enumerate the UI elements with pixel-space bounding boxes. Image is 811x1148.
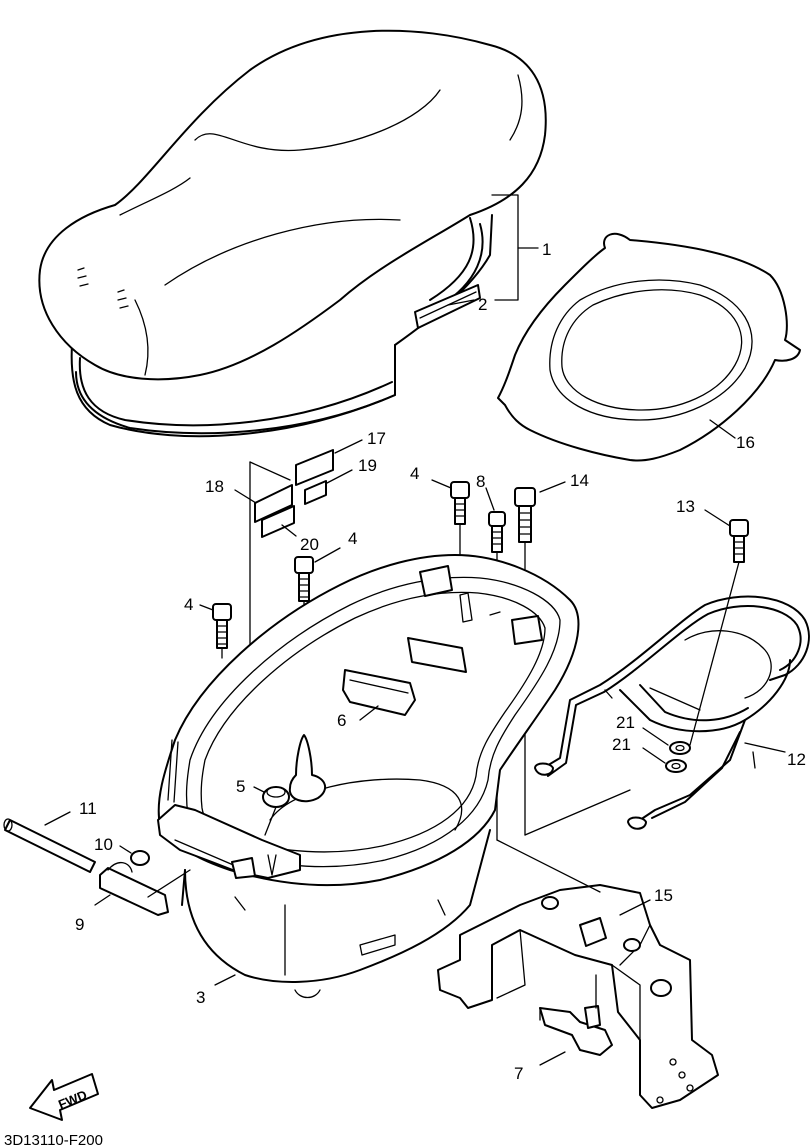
grommet-part-5 [253,786,290,836]
callout-16: 16 [736,433,755,452]
collar-part-10 [119,845,150,866]
callout-18: 18 [205,477,224,496]
storage-box-part-3 [157,554,580,999]
callout-15: 15 [654,886,673,905]
callout-9: 9 [75,915,84,934]
callout-14: 14 [570,471,589,490]
stay-bracket-part-15 [437,789,719,1109]
labels-17-20 [234,439,363,709]
forward-arrow-icon: FWD [29,1073,99,1121]
callout-2: 2 [478,295,487,314]
callout-20: 20 [300,535,319,554]
callout-17: 17 [367,429,386,448]
lock-clip-part-7 [539,974,613,1066]
washers-part-21 [642,727,691,773]
callout-21a: 21 [616,713,635,732]
bolt-4-left [199,603,232,659]
callout-7: 7 [514,1064,523,1083]
callout-1: 1 [542,240,551,259]
callout-12: 12 [787,750,806,769]
callout-21b: 21 [612,735,631,754]
document-code: 3D13110-F200 [4,1132,103,1148]
callout-4c: 4 [410,464,419,483]
callout-11: 11 [79,799,97,818]
callout-6: 6 [337,711,346,730]
callout-numbers: 1 2 3 4 4 4 5 6 7 8 9 10 11 12 13 14 15 … [75,240,806,1083]
callout-3: 3 [196,988,205,1007]
carrier-frame-part-12 [534,595,810,830]
bolt-13 [689,509,749,746]
callout-4a: 4 [184,595,193,614]
pad-part-6 [342,637,467,721]
seat-assembly [38,29,547,438]
bolt-4-top [431,479,470,596]
callout-13: 13 [676,497,695,516]
callout-19: 19 [358,456,377,475]
seal-ring-part-16 [497,232,801,462]
callout-8: 8 [476,472,485,491]
callout-10: 10 [94,835,113,854]
callout-5: 5 [236,777,245,796]
hinge-pin-part-11 [3,811,96,873]
callout-4b: 4 [348,529,357,548]
bracket-part-9 [94,862,191,916]
